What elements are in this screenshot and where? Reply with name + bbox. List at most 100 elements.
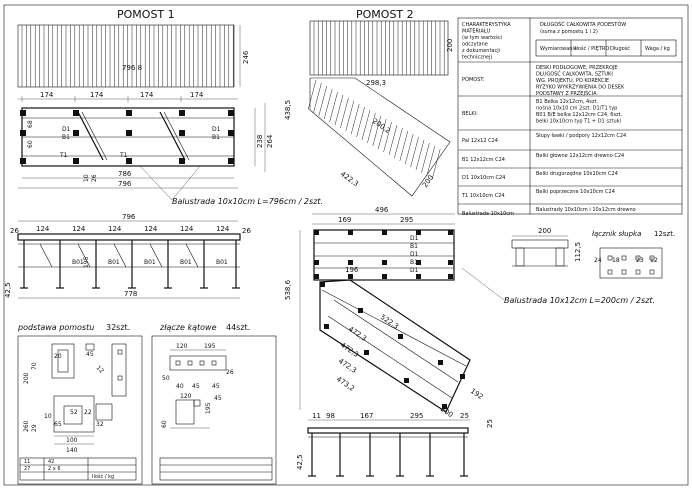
pomost1-deck-width: 246: [242, 50, 250, 64]
post-marker: [348, 274, 353, 279]
deck-slat: [329, 91, 338, 123]
hole-marker: [649, 269, 655, 275]
table-row-text: WG. PROJEKTU, PO KOREKCIE: [536, 78, 609, 84]
p2-top-dim-3: 438,5: [284, 100, 292, 120]
post-marker: [320, 282, 325, 287]
post-marker: [460, 374, 465, 379]
pomost2-deck-plan: 200 298,3 438,5 200,2 422,3 200: [284, 20, 454, 197]
p1-plan-segment-dim: 174: [190, 91, 204, 99]
brace: [113, 243, 127, 268]
table-row-label: D1 10x10cm C24: [462, 175, 505, 181]
podstawa-dim: 65: [54, 421, 62, 428]
zlacze-dim: 45: [192, 383, 200, 390]
p1-elev-segment-dim: 124: [108, 225, 122, 233]
post-marker: [314, 230, 319, 235]
p2-diag-dim: 472,3: [347, 325, 368, 343]
p1-elev-beam-label: B01: [216, 259, 228, 266]
table-header-left-line: technicznej): [462, 55, 493, 61]
p1-elev-segment-dim: 124: [144, 225, 158, 233]
p2-diag-dim: 472,3: [339, 341, 360, 359]
p1-elev-beam-label: B01: [180, 259, 192, 266]
table-header-right-line: DŁUGOŚĆ CAŁKOWITA PODESTÓW: [540, 21, 626, 28]
table-row-text: Belki główne 12x12cm drewno C24: [536, 152, 624, 159]
p2-elev-dim: 11: [312, 412, 321, 420]
lacznik-dim-4: 18: [612, 257, 620, 264]
zlacze-dim: 45: [214, 395, 222, 402]
table-row-text: B1 Belka 12x12cm, 4szt.: [536, 99, 598, 105]
podstawa-dim: 70: [31, 362, 38, 370]
table-subheader-cell: Waga / kg: [645, 46, 670, 52]
post-marker: [398, 334, 403, 339]
pomost2-title: POMOST 2: [356, 8, 414, 21]
post-marker: [324, 324, 329, 329]
p1-beam-label: T1: [119, 152, 128, 159]
table-row-label: Balustrada 10x10cm: [462, 211, 514, 217]
p1-bottom-dim-1: 786: [118, 170, 132, 178]
drawing-frame: [3, 4, 689, 486]
zlacze-dim: 50: [162, 375, 170, 382]
deck-slat: [372, 115, 382, 147]
table-row-text: Słupy ławki / podpory 12x12cm C24: [536, 133, 626, 139]
table-subheader-cell: Długość: [610, 45, 630, 52]
table-row-text: DŁUGOŚĆ CAŁKOWITA, SZTUKI: [536, 71, 613, 78]
post-marker: [448, 260, 453, 265]
deck-slat: [388, 124, 398, 156]
p2-beam-label: B1: [410, 259, 418, 266]
table-row-label: POMOST:: [462, 77, 485, 83]
zlacze-dim: 120: [176, 343, 188, 350]
p1-balustrade-label: Balustrada 10x10cm L=796cm / 2szt.: [172, 197, 323, 206]
table-row-label: Pal 12x12 C24: [462, 138, 498, 144]
podstawa-dim: 45: [86, 351, 94, 358]
deck-slat: [404, 133, 414, 165]
zlacze-dim: 195: [204, 343, 216, 350]
hole-marker: [211, 360, 217, 366]
p1-elev-height-1: 42,5: [4, 282, 12, 298]
lacznik-dim-1: 200: [538, 227, 551, 235]
post-marker: [438, 360, 443, 365]
p1-side-dim-2: 60: [27, 140, 34, 148]
hole-marker: [607, 255, 613, 261]
table-row-label: T1 10x10cm C24: [461, 193, 505, 199]
p1-small-dim-1: 10: [83, 174, 90, 182]
deck-slat: [415, 139, 425, 171]
table-header-left-line: (w tym wartości: [462, 34, 502, 41]
lacznik-dim-5: 23: [636, 257, 644, 264]
p2-top-dim-2: 298,3: [366, 79, 386, 87]
deck-slat: [426, 145, 436, 177]
table-row-text: Balustrady 10x10cm i 10x12cm drewno: [536, 207, 636, 213]
post-marker: [416, 230, 421, 235]
deck-slat: [340, 97, 349, 129]
podstawa-table-cell: 42: [48, 459, 54, 465]
deck-slat: [377, 118, 387, 150]
p2-elev-height-1: 42,5: [296, 454, 304, 470]
deck-slat: [399, 130, 409, 162]
p2-beam-label: D1: [410, 251, 419, 258]
p1-bottom-dim-2: 796: [118, 180, 132, 188]
lacznik-qty: 12szt.: [654, 230, 675, 238]
table-header-left-line: MATERIAŁU: [462, 29, 491, 35]
p2-left-dim-1: 196: [345, 266, 359, 274]
lacznik-dim-6: 12: [650, 257, 658, 264]
zlacze-title: złącze kątowe: [159, 323, 217, 332]
podstawa-dim: 29: [31, 424, 38, 432]
hole-marker: [635, 269, 641, 275]
p1-elev-beam-label: B01: [108, 259, 120, 266]
p1-side-dim-1: 68: [27, 120, 34, 128]
zlacze-dim: 40: [176, 383, 184, 390]
table-row-text: nośna 10x10 cm 2szt. D1/T1 typ: [536, 105, 617, 112]
deck-slat: [356, 106, 365, 138]
podstawa-dim: 140: [66, 447, 78, 454]
podstawa-dim: 20: [54, 353, 62, 360]
deck-slat: [307, 79, 317, 111]
post-marker: [179, 110, 185, 116]
podstawa-dim: 200: [23, 372, 30, 384]
p1-elev-bottom: 778: [124, 290, 137, 298]
post-marker: [416, 260, 421, 265]
p1-elev-height-2: 195: [83, 256, 90, 268]
p1-elev-end-2: 26: [242, 227, 251, 235]
deck-slat: [350, 103, 360, 135]
post-marker: [179, 130, 185, 136]
